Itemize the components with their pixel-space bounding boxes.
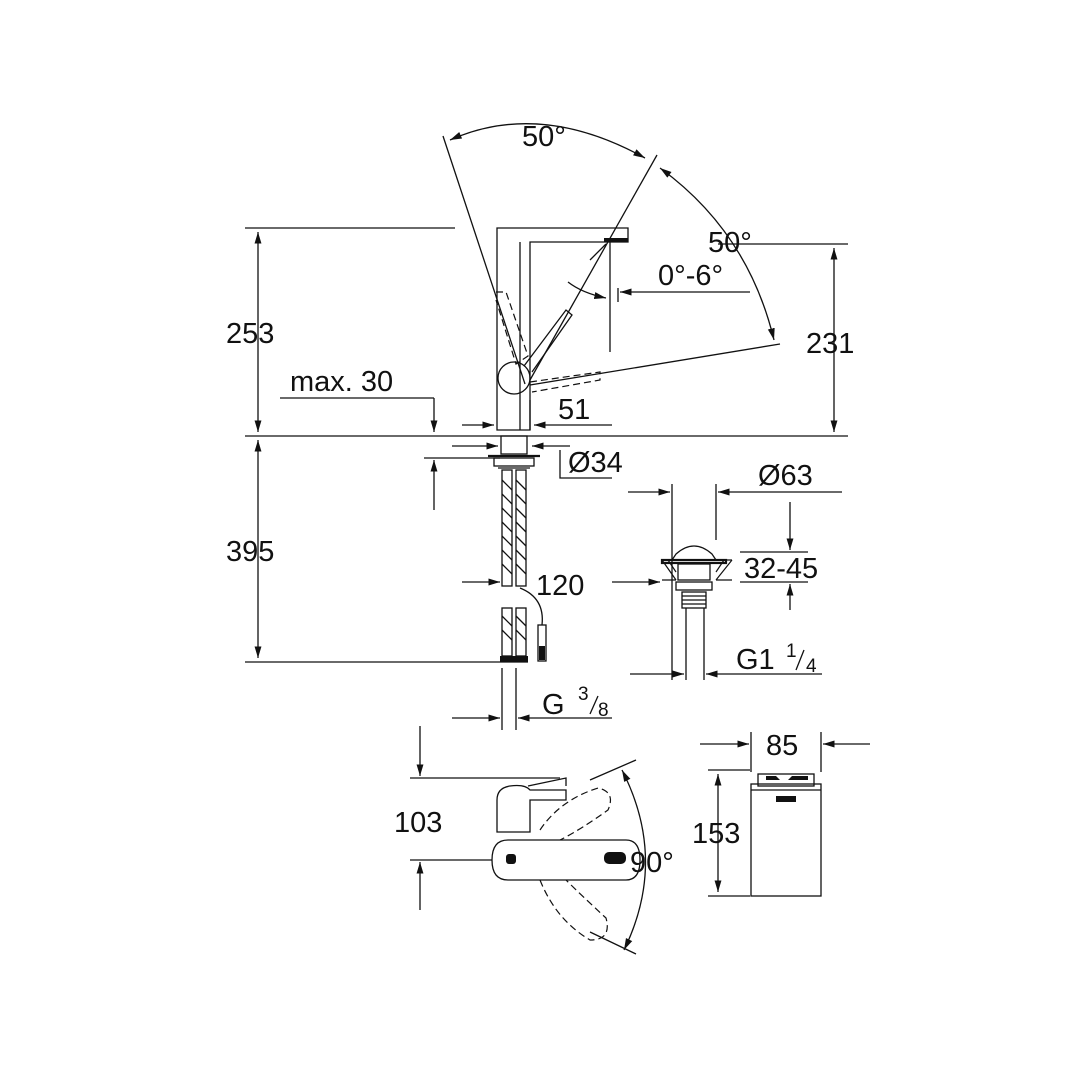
box-height-label: 153 <box>692 818 740 850</box>
lever-angle-label: 90° <box>630 847 674 879</box>
waste-thread-num: 1 <box>786 641 797 662</box>
lever-top-view <box>410 726 647 955</box>
supply-thread-den: 8 <box>598 700 609 721</box>
waste-dia-label: Ø63 <box>758 460 813 492</box>
hose-length-label: 395 <box>226 536 274 568</box>
spout-height-label: 253 <box>226 318 274 350</box>
box-width-label: 85 <box>766 730 798 762</box>
waste-drain-view <box>612 484 842 680</box>
shank-dia-label: Ø34 <box>568 447 623 479</box>
waste-thread-label: G1 1 4 <box>736 641 817 677</box>
cartridge-box-view <box>700 732 870 897</box>
waste-range-label: 32-45 <box>744 553 818 585</box>
supply-thread-text: G <box>542 689 565 721</box>
supply-thread-label: G 3 8 <box>542 684 609 721</box>
faucet-dimensions <box>245 227 848 730</box>
waste-thread-text: G1 <box>736 644 775 676</box>
reach-height-label: 231 <box>806 328 854 360</box>
faucet-side-view <box>245 123 848 663</box>
angle-top-label: 50° <box>522 121 566 153</box>
lever-height-label: 103 <box>394 807 442 839</box>
angle-side-label: 50° <box>708 227 752 259</box>
hose-bend-label: 120 <box>536 570 584 602</box>
waste-thread-den: 4 <box>806 656 817 677</box>
tilt-label: 0°-6° <box>658 260 723 292</box>
max-deck-label: max. 30 <box>290 366 393 398</box>
supply-thread-num: 3 <box>578 684 589 705</box>
base-width-label: 51 <box>558 394 590 426</box>
